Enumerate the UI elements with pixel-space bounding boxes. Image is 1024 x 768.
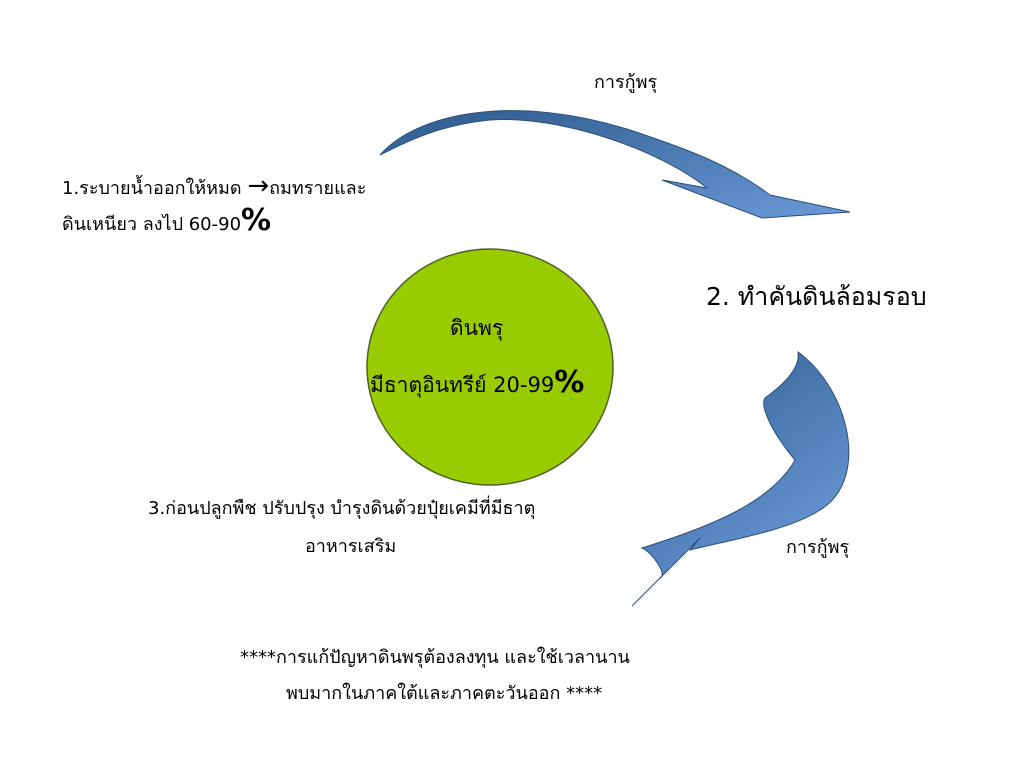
note-line1: ****การแก้ปัญหาดินพรุต้องลงทุน และใช้เวล… xyxy=(240,647,630,668)
step1-line2-text: ดินเหนียว ลงไป 60-90 xyxy=(62,214,242,235)
note-line2: พบมากในภาคใต้และภาคตะวันออก **** xyxy=(286,683,603,704)
curved-arrow-bottom xyxy=(631,350,850,607)
percent-sign: % xyxy=(241,203,272,238)
circle-line2-text: มีธาตุอินทรีย์ 20-99 xyxy=(370,373,555,397)
recover-label-bottom: การกู้พรุ xyxy=(786,537,850,558)
step1-line1-tail: ถมทรายและ xyxy=(269,178,367,199)
step1-line1: 1.ระบายน้ำออกให้หมด →ถมทรายและ xyxy=(62,173,366,199)
center-circle xyxy=(366,248,614,486)
curved-arrow-top xyxy=(379,110,851,219)
recover-label-top: การกู้พรุ xyxy=(594,72,658,93)
step1-line2: ดินเหนียว ลงไป 60-90% xyxy=(62,206,271,236)
circle-line2: มีธาตุอินทรีย์ 20-99% xyxy=(370,368,584,398)
right-arrow-icon: → xyxy=(247,171,270,201)
percent-sign: % xyxy=(554,365,585,400)
step1-line1-text: 1.ระบายน้ำออกให้หมด xyxy=(62,178,248,199)
step2-text: 2. ทำคันดินล้อมรอบ xyxy=(706,282,927,311)
step3-line1: 3.ก่อนปลูกพืช ปรับปรุง บำรุงดินด้วยปุ๋ยเ… xyxy=(148,498,536,519)
circle-title: ดินพรุ xyxy=(450,316,504,340)
step3-line2: อาหารเสริม xyxy=(305,536,397,557)
